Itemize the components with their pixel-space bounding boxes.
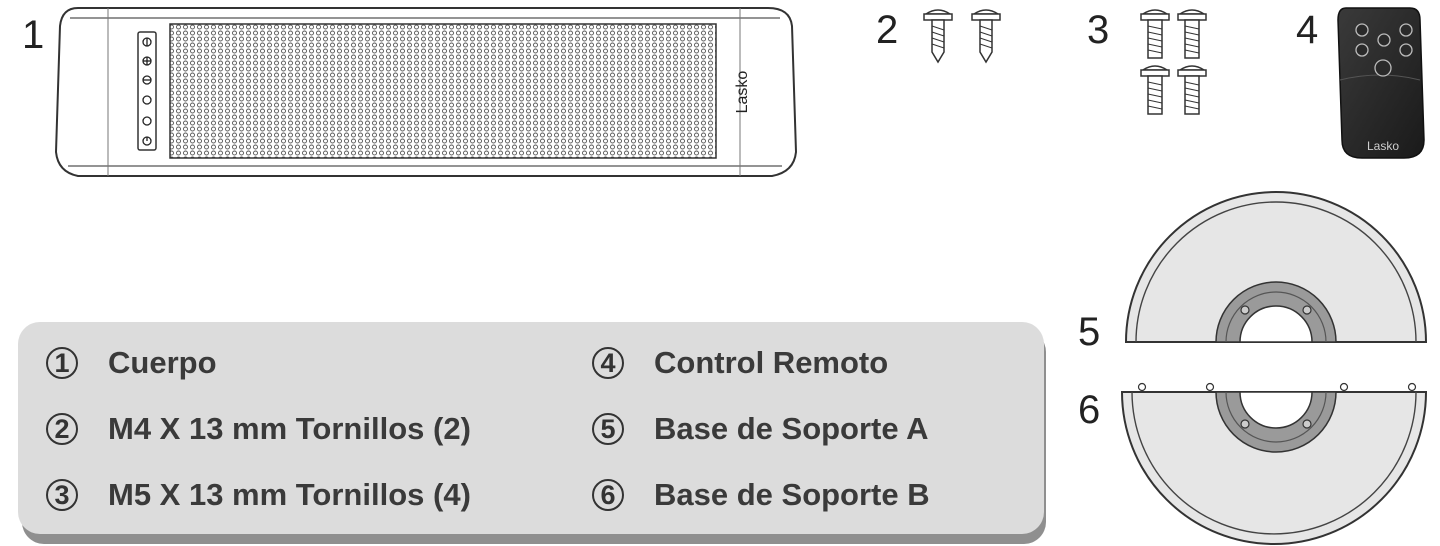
base-b-tabs [1137,382,1417,392]
remote-control: Lasko [1337,7,1425,159]
base-support-a [1124,191,1428,343]
legend-item-2: 2 M4 X 13 mm Tornillos (2) [46,404,471,454]
callout-6: 6 [1078,388,1101,432]
callout-3: 3 [1087,8,1110,52]
remote-logo: Lasko [1367,139,1399,153]
m4-screws [923,9,1001,64]
legend-number: 3 [46,479,78,511]
legend-number: 6 [592,479,624,511]
parts-legend: 1 Cuerpo 2 M4 X 13 mm Tornillos (2) 3 M5… [18,322,1044,534]
legend-item-3: 3 M5 X 13 mm Tornillos (4) [46,470,471,520]
legend-label: M5 X 13 mm Tornillos (4) [108,477,471,512]
legend-number: 1 [46,347,78,379]
base-support-b [1120,382,1428,545]
tower-logo: Lasko [734,71,751,114]
legend-label: Control Remoto [654,345,889,380]
legend-item-1: 1 Cuerpo [46,338,217,388]
callout-5: 5 [1078,310,1101,354]
legend-number: 2 [46,413,78,445]
legend-number: 5 [592,413,624,445]
control-panel-icons [142,37,152,146]
callout-1: 1 [22,13,45,57]
legend-item-6: 6 Base de Soporte B [592,470,930,520]
m5-screws [1140,9,1207,115]
remote-buttons [1355,23,1413,77]
legend-label: Base de Soporte B [654,477,930,512]
callout-4: 4 [1296,8,1319,52]
legend-label: M4 X 13 mm Tornillos (2) [108,411,471,446]
legend-label: Cuerpo [108,345,217,380]
tower-heater-body: Lasko [54,7,798,177]
legend-item-5: 5 Base de Soporte A [592,404,928,454]
control-panel [137,31,157,151]
legend-item-4: 4 Control Remoto [592,338,888,388]
callout-2: 2 [876,8,899,52]
legend-number: 4 [592,347,624,379]
legend-label: Base de Soporte A [654,411,929,446]
